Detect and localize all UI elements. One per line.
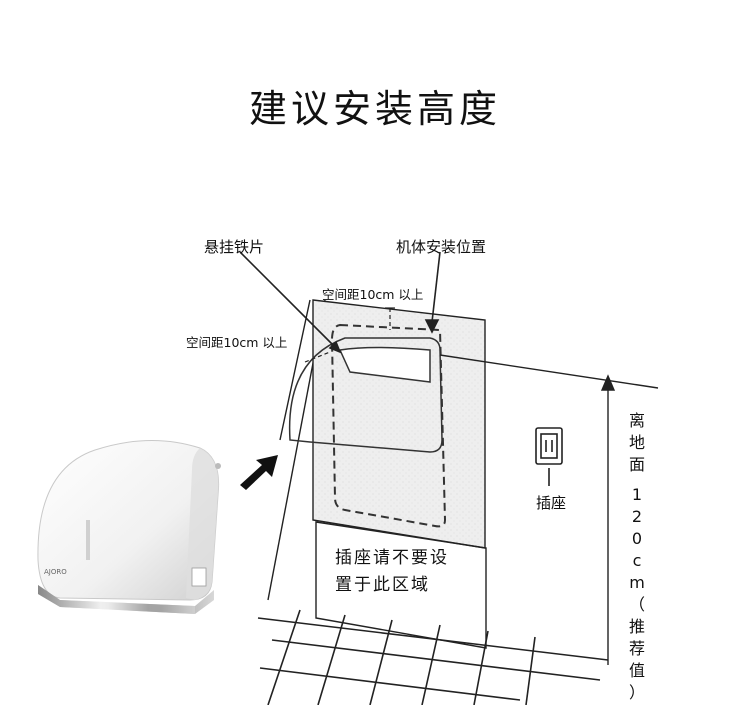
floor-tiles xyxy=(257,609,609,705)
height-guide xyxy=(439,354,659,665)
height-label-char: 2 xyxy=(631,507,643,526)
height-label-char: c xyxy=(632,551,642,570)
height-label-char xyxy=(626,476,648,484)
install-position-label: 机体安装位置 xyxy=(396,238,487,256)
height-label-char: 地 xyxy=(628,433,645,452)
height-label-char: （ xyxy=(628,595,645,614)
clearance-top-label: 空间距10cm 以上 xyxy=(322,287,424,302)
height-label-char: 荐 xyxy=(628,639,645,658)
hanging-plate-label: 悬挂铁片 xyxy=(204,238,265,256)
height-label-char: 离 xyxy=(628,411,645,430)
notice-text: 插座请不要设 置于此区域 xyxy=(335,545,449,599)
height-label-char: m xyxy=(629,573,645,592)
pointer-arrow xyxy=(240,455,278,490)
dryer-outline xyxy=(288,337,443,453)
height-label-char: 推 xyxy=(628,617,645,636)
socket-label: 插座 xyxy=(536,494,567,512)
notice-line-2: 置于此区域 xyxy=(335,575,430,595)
leader-lines xyxy=(239,251,441,354)
hand-dryer-photo xyxy=(37,439,221,614)
page-title: 建议安装高度 xyxy=(248,87,501,131)
clearance-side-label: 空间距10cm 以上 xyxy=(186,335,288,350)
height-label-char: 面 xyxy=(628,455,645,474)
socket xyxy=(535,427,563,486)
height-label-char: 0 xyxy=(631,529,643,548)
height-label-char: 1 xyxy=(631,485,643,504)
brand-label: AJORO xyxy=(44,568,67,576)
height-label-char: ） xyxy=(628,683,645,702)
height-label-char: 值 xyxy=(628,661,645,680)
wall-panel xyxy=(312,299,486,549)
notice-line-1: 插座请不要设 xyxy=(335,548,449,568)
clearance-marks xyxy=(304,307,395,363)
notice-zone xyxy=(315,521,487,649)
